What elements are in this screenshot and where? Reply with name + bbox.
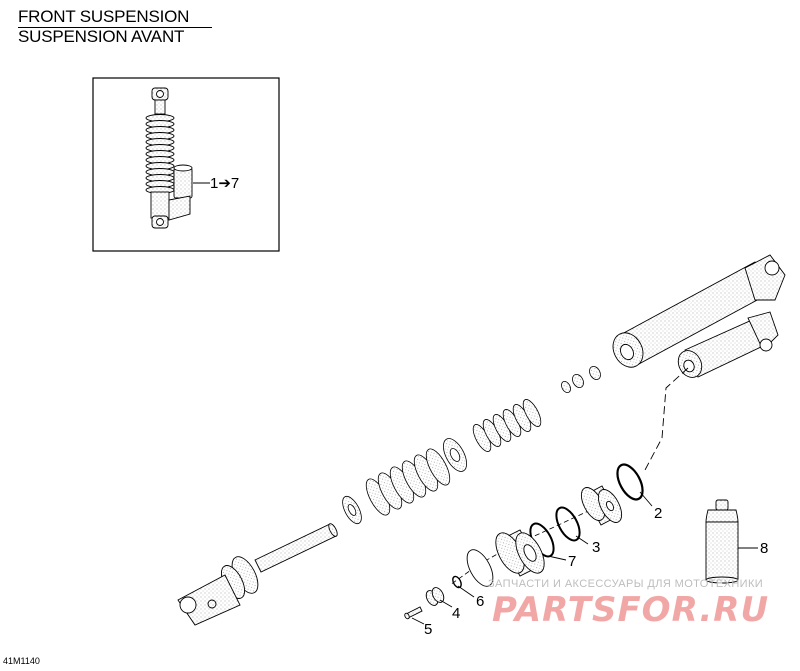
leader-5 bbox=[411, 617, 425, 625]
title-french: SUSPENSION AVANT bbox=[18, 27, 185, 46]
leader-7 bbox=[547, 555, 567, 561]
leader-3 bbox=[575, 535, 589, 545]
watermark-logo: PARTSFOR.RU bbox=[492, 590, 770, 630]
leader-4 bbox=[439, 599, 453, 608]
screw-5 bbox=[404, 606, 423, 620]
callout-3: 3 bbox=[592, 539, 600, 556]
document-code: 41M1140 bbox=[3, 656, 40, 666]
upper-spring bbox=[472, 399, 542, 452]
retainer-clips bbox=[561, 365, 601, 394]
spring-spacer bbox=[443, 438, 467, 472]
o-ring-3 bbox=[555, 506, 581, 542]
leader-6 bbox=[457, 585, 475, 598]
title-block: FRONT SUSPENSION SUSPENSION AVANT bbox=[18, 8, 214, 46]
lower-spring-seat bbox=[342, 495, 362, 525]
inset-frame bbox=[92, 77, 280, 252]
title-english: FRONT SUSPENSION bbox=[18, 7, 190, 26]
main-spring bbox=[365, 448, 451, 516]
callout-2: 2 bbox=[654, 505, 662, 522]
callout-6: 6 bbox=[476, 593, 484, 610]
piston-cap bbox=[580, 485, 623, 526]
damper-body bbox=[612, 254, 786, 378]
callout-8: 8 bbox=[760, 540, 768, 557]
o-ring-2 bbox=[616, 463, 644, 501]
title-divider bbox=[18, 27, 212, 28]
callout-7: 7 bbox=[568, 553, 576, 570]
valve-cap-4 bbox=[425, 587, 445, 606]
leader-2 bbox=[639, 491, 653, 507]
inset-assembly bbox=[92, 77, 280, 252]
diaphragm bbox=[466, 549, 494, 587]
watermark-tagline: ЗАПЧАСТИ И АКСЕССУАРЫ ДЛЯ МОТОТЕХНИКИ bbox=[488, 578, 764, 590]
assembled-shock-thumbnail bbox=[145, 87, 193, 229]
assembly-dashed-line bbox=[644, 367, 689, 471]
callout-1-to-7: 1➔7 bbox=[210, 175, 239, 192]
piston-rod-assembly bbox=[177, 523, 338, 626]
shock-oil-bottle-8 bbox=[705, 499, 739, 584]
callout-4: 4 bbox=[452, 605, 460, 622]
callout-5: 5 bbox=[424, 621, 432, 638]
bladder-piston bbox=[495, 529, 545, 577]
